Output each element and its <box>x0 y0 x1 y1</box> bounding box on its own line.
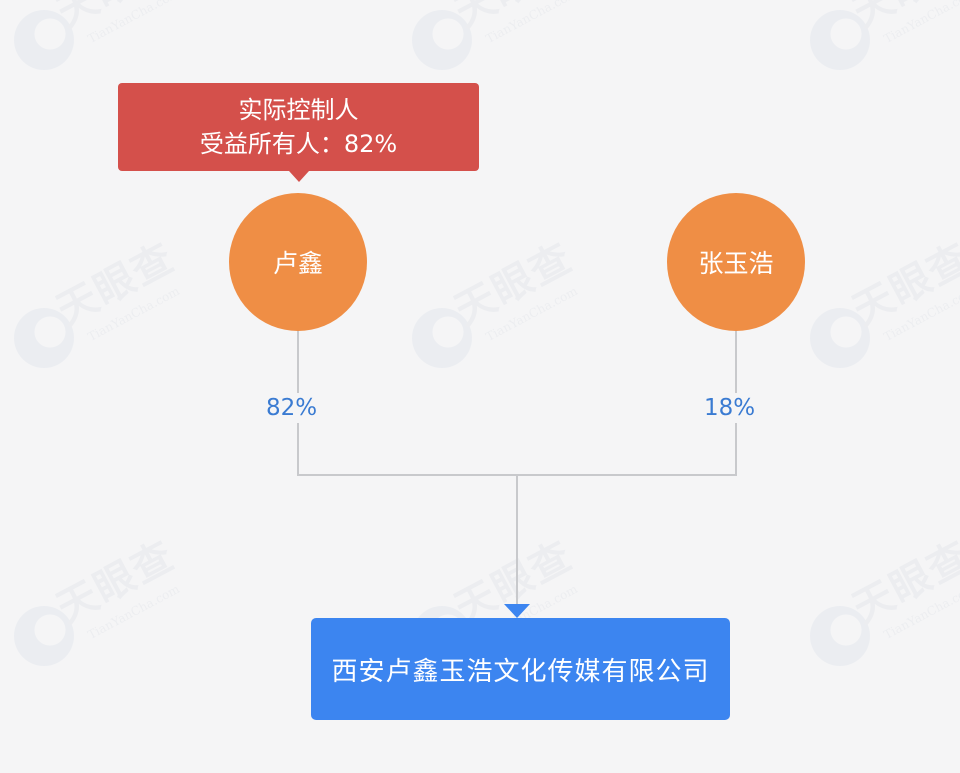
watermark-logo-icon <box>14 606 74 666</box>
watermark-subtext: TianYanCha.com <box>85 581 182 642</box>
watermark: 天眼查 TianYanCha.com <box>810 234 960 378</box>
watermark-subtext: TianYanCha.com <box>881 581 960 642</box>
shareholder-node-lu-xin[interactable]: 卢鑫 <box>229 193 367 331</box>
watermark-text: 天眼查 <box>49 532 183 633</box>
connector-center-vertical <box>516 474 518 606</box>
watermark-text: 天眼查 <box>845 234 960 335</box>
actual-controller-tag: 实际控制人 受益所有人：82% <box>118 83 479 171</box>
watermark-logo-icon <box>412 308 472 368</box>
watermark: 天眼查 TianYanCha.com <box>14 532 234 676</box>
watermark: 天眼查 TianYanCha.com <box>810 532 960 676</box>
watermark-text: 天眼查 <box>49 234 183 335</box>
watermark-text: 天眼查 <box>841 0 960 38</box>
shareholder-node-zhang-yuhao[interactable]: 张玉浩 <box>667 193 805 331</box>
watermark-logo-icon <box>810 308 870 368</box>
watermark-subtext: TianYanCha.com <box>483 283 580 344</box>
watermark-text: 天眼查 <box>45 0 183 38</box>
beneficial-owner-label: 受益所有人：82% <box>199 130 398 158</box>
controller-title: 实际控制人 <box>238 96 359 124</box>
watermark-logo-icon <box>412 10 472 70</box>
watermark-text: 天眼查 <box>845 532 960 633</box>
watermark-logo-icon <box>810 606 870 666</box>
watermark: 天眼查 TianYanCha.com <box>412 234 632 378</box>
company-node[interactable]: 西安卢鑫玉浩文化传媒有限公司 <box>311 618 730 720</box>
tooltip-pointer-icon <box>289 171 309 182</box>
watermark-subtext: TianYanCha.com <box>881 283 960 344</box>
watermark: 天眼查 TianYanCha.com <box>14 234 234 378</box>
shareholder-name: 张玉浩 <box>698 249 774 278</box>
share-percent-lu-xin: 82% <box>264 393 320 423</box>
company-name: 西安卢鑫玉浩文化传媒有限公司 <box>331 656 710 687</box>
watermark-subtext: TianYanCha.com <box>483 0 580 46</box>
watermark: 天眼查 TianYanCha.com <box>810 0 960 80</box>
watermark-subtext: TianYanCha.com <box>85 0 182 46</box>
watermark: 天眼查 TianYanCha.com <box>412 0 632 80</box>
watermark-logo-icon <box>14 10 74 70</box>
watermark-text: 天眼查 <box>443 0 581 38</box>
share-percent-zhang-yuhao: 18% <box>702 393 758 423</box>
watermark-subtext: TianYanCha.com <box>85 283 182 344</box>
watermark-text: 天眼查 <box>447 234 581 335</box>
watermark-logo-icon <box>14 308 74 368</box>
watermark-logo-icon <box>810 10 870 70</box>
shareholder-name: 卢鑫 <box>272 249 323 278</box>
arrow-down-icon <box>504 604 530 618</box>
watermark-subtext: TianYanCha.com <box>881 0 960 46</box>
watermark: 天眼查 TianYanCha.com <box>14 0 234 80</box>
